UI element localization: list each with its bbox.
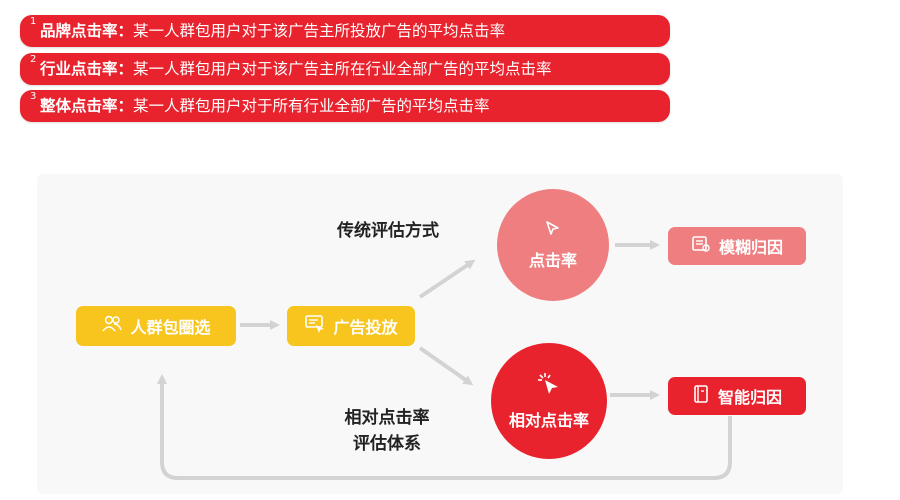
ad-delivery-label: 广告投放 xyxy=(333,318,398,337)
fuzzy-attribution-label: 模糊归因 xyxy=(718,238,783,257)
definition-desc: 某一人群包用户对于该广告主所投放广告的平均点击率 xyxy=(133,22,506,40)
definition-number: 3 xyxy=(30,91,37,102)
definition-desc: 某一人群包用户对于该广告主所在行业全部广告的平均点击率 xyxy=(133,60,552,78)
book-icon xyxy=(692,384,710,408)
relative-evaluation-line2: 评估体系 xyxy=(353,434,421,454)
definition-term: 行业点击率： xyxy=(40,60,134,78)
cursor-click-icon xyxy=(536,371,562,401)
definition-number: 2 xyxy=(30,54,37,65)
definition-term: 品牌点击率： xyxy=(40,22,134,40)
arrow-ad-to-relative-ctr xyxy=(418,346,474,386)
definition-number: 1 xyxy=(30,16,37,27)
definition-brand-ctr: 1 品牌点击率：某一人群包用户对于该广告主所投放广告的平均点击率 xyxy=(20,15,670,47)
fuzzy-attribution-node: 模糊归因 xyxy=(668,227,806,265)
definition-overall-ctr: 3 整体点击率：某一人群包用户对于所有行业全部广告的平均点击率 xyxy=(20,90,670,122)
relative-ctr-label: 相对点击率 xyxy=(508,411,589,430)
smart-attribution-node: 智能归因 xyxy=(668,377,806,415)
ad-delivery-node: 广告投放 xyxy=(287,306,415,346)
arrow-ad-to-ctr xyxy=(418,259,476,299)
relative-evaluation-line1: 相对点击率 xyxy=(344,408,430,428)
relative-evaluation-label: 相对点击率 评估体系 xyxy=(322,405,452,457)
document-icon xyxy=(691,235,711,257)
people-icon xyxy=(101,315,123,337)
traditional-evaluation-label: 传统评估方式 xyxy=(337,221,439,241)
definition-industry-ctr: 2 行业点击率：某一人群包用户对于该广告主所在行业全部广告的平均点击率 xyxy=(20,53,670,85)
crowd-select-node: 人群包圈选 xyxy=(76,306,236,346)
crowd-select-label: 人群包圈选 xyxy=(130,318,211,337)
ad-screen-icon xyxy=(304,314,326,338)
smart-attribution-label: 智能归因 xyxy=(717,388,782,407)
definition-term: 整体点击率： xyxy=(40,97,134,115)
arrow-feedback-loop xyxy=(157,374,732,480)
ctr-label: 点击率 xyxy=(528,251,577,270)
definition-desc: 某一人群包用户对于所有行业全部广告的平均点击率 xyxy=(133,97,490,115)
cursor-icon xyxy=(544,219,562,241)
relative-ctr-circle: 相对点击率 xyxy=(491,343,607,459)
ctr-circle: 点击率 xyxy=(497,189,609,301)
